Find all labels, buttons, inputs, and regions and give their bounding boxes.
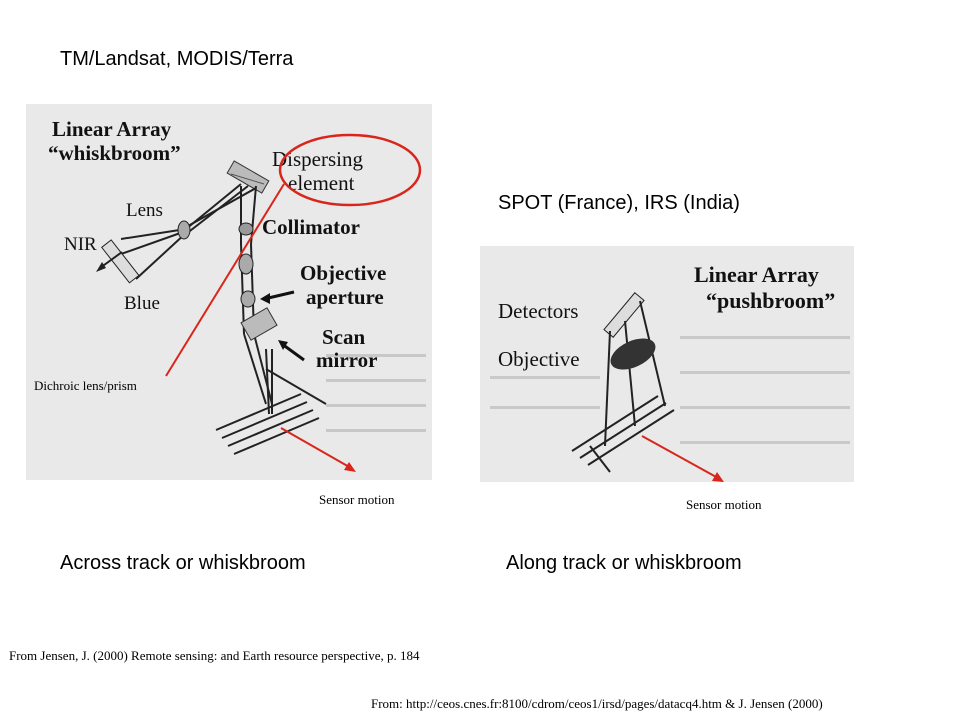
objective-aperture-shape — [240, 290, 256, 308]
caption-right: Along track or whiskbroom — [506, 552, 742, 574]
whiskbroom-diagram: Linear Array “whiskbroom” — [26, 104, 432, 480]
pushbroom-title-line2: “pushbroom” — [706, 288, 835, 313]
label-blue: Blue — [124, 293, 160, 314]
sensor-motion-arrow-right — [641, 435, 719, 479]
background-texture — [326, 354, 426, 432]
whiskbroom-title-line1: Linear Array — [52, 117, 172, 141]
objective-lens — [610, 338, 656, 370]
label-objective-line1: Objective — [300, 261, 386, 285]
label-objective-line2: aperture — [306, 285, 384, 309]
label-nir: NIR — [64, 234, 97, 255]
collimator-shape — [238, 222, 254, 236]
dispersing-highlight-circle — [278, 133, 422, 207]
label-lens: Lens — [126, 200, 163, 221]
sensor-motion-arrow — [280, 427, 352, 469]
whiskbroom-background — [26, 104, 432, 480]
lens-shape — [177, 220, 191, 240]
detector-array — [603, 292, 645, 338]
whiskbroom-title-line2: “whiskbroom” — [48, 141, 181, 165]
label-detectors: Detectors — [498, 299, 578, 323]
pushbroom-title-line1: Linear Array — [694, 262, 819, 287]
label-objective: Objective — [498, 347, 580, 371]
label-dispersing-line1: Dispersing — [272, 147, 363, 171]
label-scan-line2: mirror — [316, 348, 377, 372]
scan-mirror-shape — [240, 307, 278, 341]
collimator-lens — [238, 253, 254, 275]
pushbroom-diagram: Linear Array “pushbroom” Detectors Objec… — [480, 246, 854, 482]
title-right: SPOT (France), IRS (India) — [498, 192, 740, 214]
background-texture — [490, 336, 850, 444]
source-citation-2: From: http://ceos.cnes.fr:8100/cdrom/ceo… — [371, 696, 823, 711]
sensor-motion-left: Sensor motion — [319, 492, 395, 507]
dichroic-label: Dichroic lens/prism — [34, 378, 137, 393]
sensor-motion-right: Sensor motion — [686, 497, 762, 512]
label-scan-line1: Scan — [322, 325, 366, 349]
title-left: TM/Landsat, MODIS/Terra — [60, 48, 294, 70]
label-collimator: Collimator — [262, 215, 360, 239]
ground-scan-lines — [215, 368, 327, 455]
detector-strip — [101, 239, 140, 284]
ground-swath — [571, 395, 675, 473]
label-dispersing-line2: element — [288, 171, 355, 195]
source-citation-1: From Jensen, J. (2000) Remote sensing: a… — [9, 648, 420, 663]
dispersing-element-shape — [226, 160, 270, 194]
caption-left: Across track or whiskbroom — [60, 552, 306, 574]
dichroic-pointer-line — [165, 183, 285, 377]
